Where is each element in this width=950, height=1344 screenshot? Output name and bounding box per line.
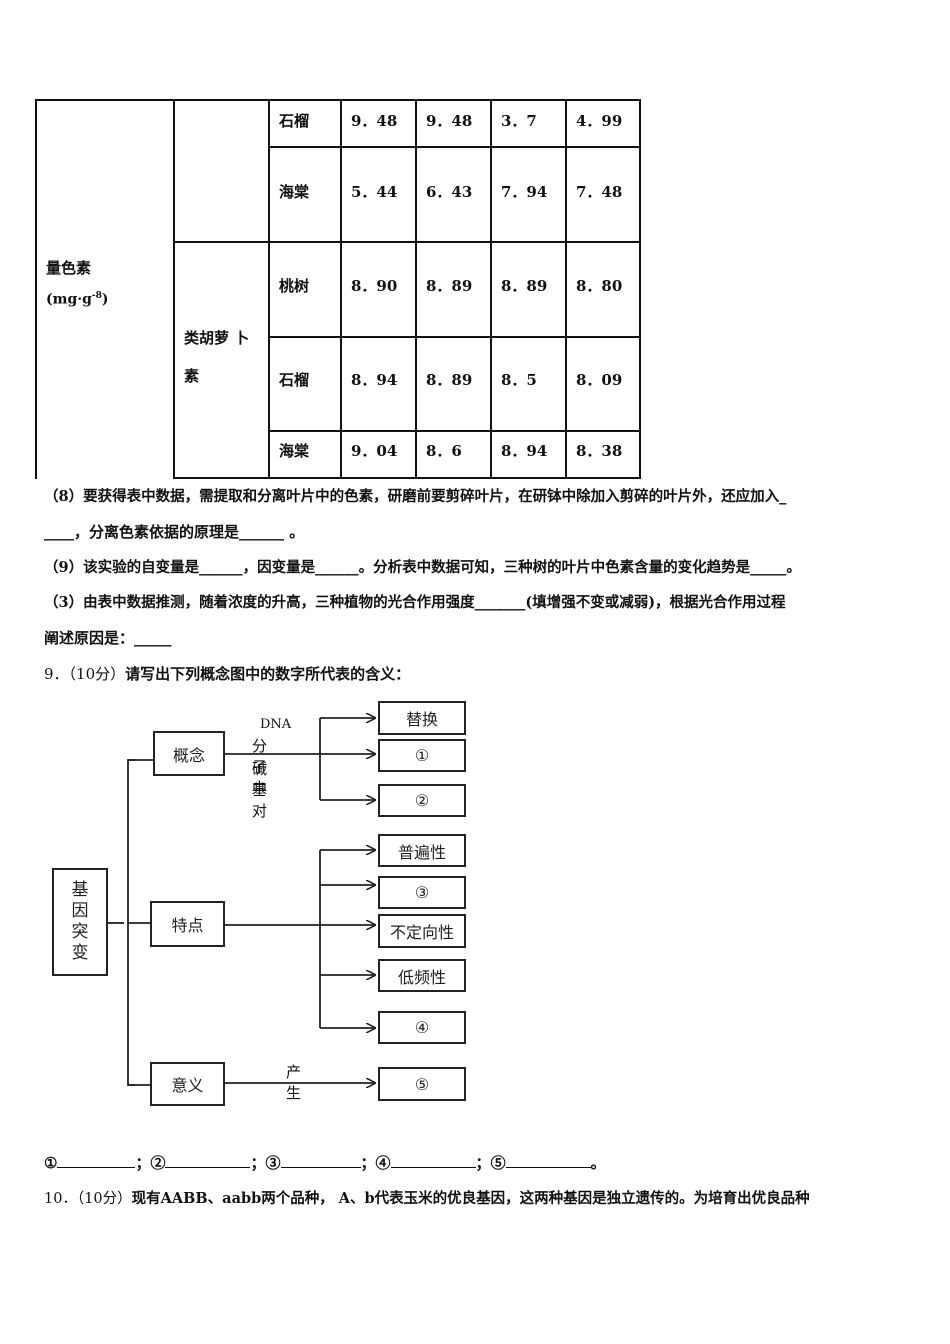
separator: ； (475, 1154, 491, 1172)
question-3-line2: 阐述原因是：_____ (44, 629, 172, 647)
value-cell: 8．89 (426, 277, 473, 295)
question-8-line1: （8）要获得表中数据，需提取和分离叶片中的色素，研磨前要剪碎叶片，在研钵中除加入… (44, 488, 787, 505)
table-border-right (639, 99, 641, 479)
question-8-line2: ____，分离色素依据的原理是______ 。 (44, 523, 305, 541)
value-cell: 7．48 (576, 183, 623, 201)
answer-1-label: ① (44, 1154, 58, 1172)
node-blank-2: ② (378, 784, 466, 817)
table-divider (268, 99, 270, 479)
value-cell: 3．7 (501, 112, 537, 130)
value-cell: 8．80 (576, 277, 623, 295)
connector-lines (108, 695, 480, 1115)
answer-3-label: ③ (265, 1154, 281, 1172)
answer-4-blank[interactable] (390, 1153, 476, 1168)
value-cell: 8．89 (426, 371, 473, 389)
item-text: 请写出下列概念图中的数字所代表的含义： (125, 665, 411, 683)
node-meaning: 意义 (150, 1062, 225, 1106)
table-divider (268, 146, 641, 148)
end-mark: 。 (590, 1154, 606, 1172)
table-divider (173, 477, 641, 479)
question-9: （9）该实验的自变量是______，因变量是______。分析表中数据可知，三种… (44, 559, 801, 576)
value-cell: 8．09 (576, 371, 623, 389)
table-divider (173, 241, 641, 243)
row-unit: (mg·g-8) (46, 291, 109, 308)
value-cell: 9．48 (351, 112, 398, 130)
group-label: 素 (184, 367, 200, 385)
node-feature: 特点 (150, 901, 225, 947)
table-divider (340, 99, 342, 479)
table-border-top (35, 99, 641, 101)
node-non-directional: 不定向性 (378, 914, 466, 948)
item-number: 10．（10分） (44, 1191, 132, 1207)
value-cell: 6．43 (426, 183, 473, 201)
value-cell: 9．04 (351, 442, 398, 460)
table-border-left (35, 99, 37, 479)
plant-cell: 石榴 (279, 112, 310, 130)
edge-label: 碱基对 (252, 760, 268, 820)
data-table: 量色素 (mg·g-8) 类胡萝 卜 素 石榴 9．48 9．48 3．7 4．… (35, 99, 641, 479)
node-blank-5: ⑤ (378, 1067, 466, 1101)
table-divider (173, 99, 175, 479)
plant-cell: 桃树 (279, 277, 310, 295)
row-header: 量色素 (46, 259, 92, 277)
separator: ； (135, 1154, 151, 1172)
value-cell: 8．94 (501, 442, 548, 460)
value-cell: 7．94 (501, 183, 548, 201)
item-9: 9．（10分）请写出下列概念图中的数字所代表的含义： (44, 663, 410, 684)
table-divider (565, 99, 567, 479)
answer-line: ①；②；③；④；⑤。 (44, 1152, 606, 1173)
item-text: 现有AABB、aabb两个品种， A、b代表玉米的优良基因，这两种基因是独立遗传… (131, 1190, 810, 1207)
group-label: 类胡萝 卜 (184, 329, 250, 347)
value-cell: 8．94 (351, 371, 398, 389)
answer-5-label: ⑤ (490, 1154, 506, 1172)
separator: ； (250, 1154, 266, 1172)
answer-2-blank[interactable] (165, 1153, 251, 1168)
plant-cell: 海棠 (279, 183, 310, 201)
value-cell: 4．99 (576, 112, 623, 130)
plant-cell: 石榴 (279, 371, 310, 389)
node-low-frequency: 低频性 (378, 959, 466, 992)
value-cell: 9．48 (426, 112, 473, 130)
value-cell: 8．89 (501, 277, 548, 295)
separator: ； (360, 1154, 376, 1172)
node-blank-1: ① (378, 739, 466, 772)
value-cell: 8．38 (576, 442, 623, 460)
item-10: 10．（10分）现有AABB、aabb两个品种， A、b代表玉米的优良基因，这两… (44, 1187, 810, 1208)
table-divider (268, 336, 641, 338)
node-blank-4: ④ (378, 1011, 466, 1044)
question-3-line1: （3）由表中数据推测，随着浓度的升高，三种植物的光合作用强度_______(填增… (44, 594, 786, 611)
node-substitution: 替换 (378, 701, 466, 735)
table-divider (415, 99, 417, 479)
value-cell: 8．6 (426, 442, 462, 460)
node-universality: 普遍性 (378, 834, 466, 867)
table-divider (268, 430, 641, 432)
answer-2-label: ② (150, 1154, 166, 1172)
value-cell: 8．90 (351, 277, 398, 295)
value-cell: 5．44 (351, 183, 398, 201)
answer-1-blank[interactable] (57, 1153, 136, 1168)
edge-label-dna: DNA (260, 717, 292, 732)
edge-label: 分子中 (252, 737, 268, 797)
answer-4-label: ④ (375, 1154, 391, 1172)
node-blank-3: ③ (378, 876, 466, 909)
node-concept: 概念 (153, 731, 225, 776)
root-node-gene-mutation: 基因突变 (52, 868, 108, 976)
item-number: 9．（10分） (44, 665, 126, 683)
table-divider (490, 99, 492, 479)
value-cell: 8．5 (501, 371, 537, 389)
edge-label-produce: 产生 (286, 1063, 302, 1102)
answer-3-blank[interactable] (280, 1153, 361, 1168)
answer-5-blank[interactable] (505, 1153, 591, 1168)
plant-cell: 海棠 (279, 442, 310, 460)
